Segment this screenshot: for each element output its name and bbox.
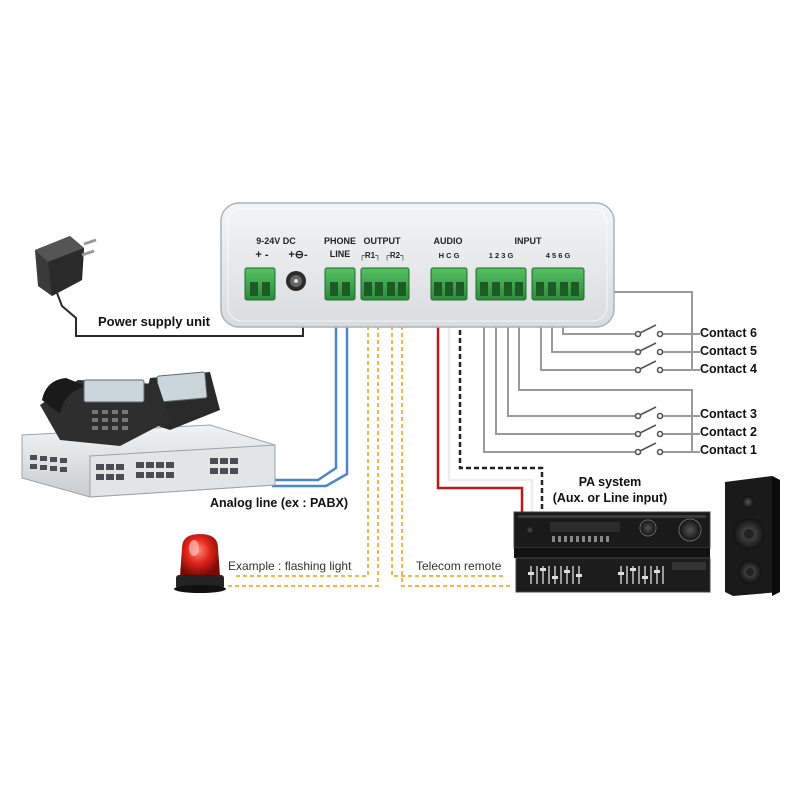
power-polarity: + - <box>255 249 268 261</box>
pa-title: PA system <box>579 475 642 489</box>
audio-wires <box>436 298 544 515</box>
contact-label: Contact 1 <box>700 443 757 457</box>
pa-amplifier-icon <box>513 511 711 593</box>
input-header: INPUT <box>515 236 543 246</box>
input-terminal-a <box>475 267 527 301</box>
speaker-icon <box>725 476 780 596</box>
switch-contact-1 <box>634 442 664 456</box>
audio-header: AUDIO <box>434 236 463 246</box>
dc-jack <box>286 271 306 291</box>
contact-label: Contact 5 <box>700 344 757 358</box>
switch-contact-3 <box>634 406 664 420</box>
line-header: LINE <box>330 249 351 259</box>
phone-line-wires <box>272 298 349 488</box>
flashing-light-label: Example : flashing light <box>228 559 352 573</box>
flashing-light-icon <box>174 534 226 593</box>
power-header: 9-24V DC <box>256 236 296 246</box>
phone-line-terminal <box>324 267 356 301</box>
relay1-label: ┌R1┐ <box>359 251 381 261</box>
contact-label: Contact 4 <box>700 362 757 376</box>
input-pins-a: 1 2 3 G <box>489 251 514 260</box>
contact-switches <box>634 324 664 456</box>
contact-label: Contact 2 <box>700 425 757 439</box>
analog-line-label: Analog line (ex : PABX) <box>210 496 348 510</box>
contact-label: Contact 6 <box>700 326 757 340</box>
contact-label: Contact 3 <box>700 407 757 421</box>
power-terminal <box>244 267 276 301</box>
switch-contact-5 <box>634 342 664 356</box>
phone-header: PHONE <box>324 236 356 246</box>
power-adapter-icon <box>35 236 97 296</box>
output-terminal <box>360 267 410 301</box>
jack-symbol: +⊖- <box>288 249 308 261</box>
audio-pins: H C G <box>439 251 460 260</box>
pabx-phone-icon <box>21 371 276 498</box>
input-terminal-b <box>531 267 585 301</box>
pa-subtitle: (Aux. or Line input) <box>553 491 668 505</box>
switch-contact-6 <box>634 324 664 338</box>
output-header: OUTPUT <box>364 236 402 246</box>
telecom-remote-label: Telecom remote <box>416 559 502 573</box>
audio-terminal <box>430 267 468 301</box>
interface-device: 9-24V DC + - +⊖- PHONE LINE OUTPUT ┌R1┐ … <box>220 202 615 328</box>
input-pins-b: 4 5 6 G <box>546 251 571 260</box>
switch-contact-2 <box>634 424 664 438</box>
power-supply-label: Power supply unit <box>98 314 211 329</box>
switch-contact-4 <box>634 360 664 374</box>
relay-output-wires <box>228 298 512 587</box>
relay2-label: ┌R2┐ <box>384 251 406 261</box>
